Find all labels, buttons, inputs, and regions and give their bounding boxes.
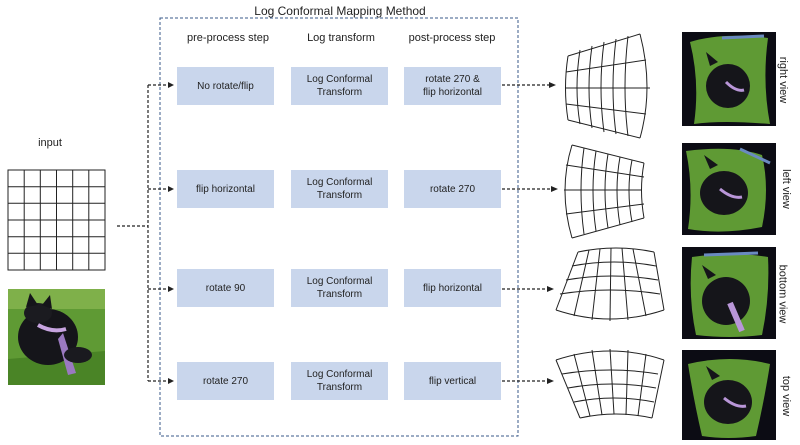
input-dog-photo xyxy=(8,289,105,385)
output-photo-top-view xyxy=(682,350,776,440)
output-photo-left-view xyxy=(682,143,776,235)
input-grid xyxy=(7,169,106,271)
log-transform-box-2: Log Conformal Transform xyxy=(291,170,388,208)
pre-process-box-1: No rotate/flip xyxy=(177,67,274,105)
column-header-log-transform: Log transform xyxy=(307,32,375,44)
input-connectors xyxy=(117,84,170,382)
output-arrowheads xyxy=(547,82,558,384)
log-transform-box-1: Log Conformal Transform xyxy=(291,67,388,105)
pre-process-box-2: flip horizontal xyxy=(177,170,274,208)
warped-grid-top-view xyxy=(555,348,665,419)
post-process-box-4: flip vertical xyxy=(404,362,501,400)
pre-process-box-3: rotate 90 xyxy=(177,269,274,307)
warped-grid-left-view xyxy=(564,144,645,239)
view-label-left: left view xyxy=(779,169,792,209)
output-photo-bottom-view xyxy=(682,247,776,339)
method-frame xyxy=(159,17,519,437)
input-arrowheads xyxy=(168,82,174,384)
log-transform-box-4: Log Conformal Transform xyxy=(291,362,388,400)
view-label-top: top view xyxy=(780,375,793,417)
column-header-pre-process: pre-process step xyxy=(187,32,269,44)
pre-process-box-4: rotate 270 xyxy=(177,362,274,400)
warped-grid-bottom-view xyxy=(555,247,665,322)
view-label-right: right view xyxy=(777,56,790,104)
input-label: input xyxy=(38,137,62,149)
output-photo-right-view xyxy=(682,32,776,126)
view-label-bottom: bottom view xyxy=(776,264,789,324)
output-connectors xyxy=(502,84,552,382)
post-process-box-1: rotate 270 & flip horizontal xyxy=(404,67,501,105)
warped-grid-right-view xyxy=(565,33,650,139)
log-transform-box-3: Log Conformal Transform xyxy=(291,269,388,307)
column-header-post-process: post-process step xyxy=(408,32,496,44)
diagram-title: Log Conformal Mapping Method xyxy=(254,4,426,18)
post-process-box-2: rotate 270 xyxy=(404,170,501,208)
post-process-box-3: flip horizontal xyxy=(404,269,501,307)
